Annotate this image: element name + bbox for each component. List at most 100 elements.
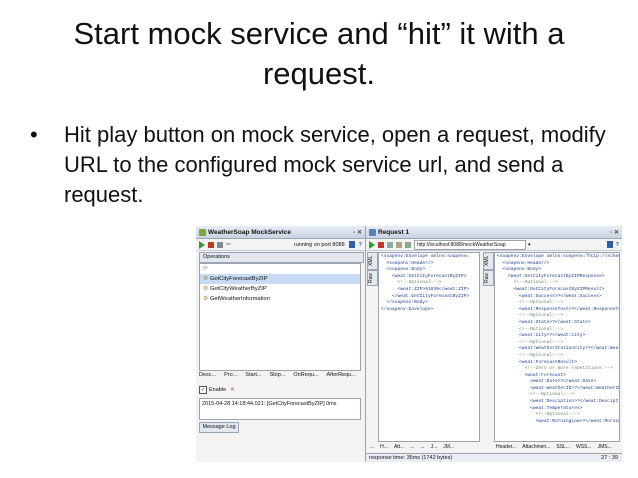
xml-line: <weat:ForecastResult> [497,359,577,365]
status-indicator-icon [348,241,355,248]
request-xml-editor[interactable]: <soapenv:Envelope xmlns:soapenv= <soapen… [378,252,480,442]
tab-start-script[interactable]: Start... [245,372,262,378]
bullet-list: • Hit play button on mock service, open … [28,120,618,210]
xml-line: <!--Optional:--> [497,352,564,358]
xml-line: <weat:MorningLow>?</weat:MorningLow> [535,418,620,424]
operation-item[interactable]: ⚙ GetWeatherInformation [200,294,360,304]
window-controls-icon[interactable]: ▫ ✕ [353,229,362,236]
response-tab[interactable]: WSS... [576,444,592,450]
operation-item[interactable]: ⚙ GetCityWeatherByZIP [200,284,360,294]
cursor-position: 27 : 39 [601,455,618,461]
response-tab[interactable]: Header... [496,444,517,450]
xml-line: <weat:WeatherStationCity>?</weat:Weather… [519,346,620,352]
tab-stop-script[interactable]: Stop... [269,372,286,378]
operations-header: Operations [199,252,364,263]
refresh-icon[interactable]: ⟳ [203,266,208,272]
settings-icon[interactable]: ✂ [226,242,232,248]
play-icon[interactable] [199,240,205,249]
xml-line: </weat:GetCityForecastByZIP> [381,293,470,299]
operation-icon: ⚙ [203,286,209,292]
xml-line: <weat:ZIP>91030</weat:ZIP> [381,286,470,292]
layout-icon[interactable] [606,241,613,248]
operation-item[interactable]: ⚙ GetCityForecastByZIP [200,274,360,284]
enable-label: Enable [209,387,227,393]
request-tab[interactable]: J... [430,444,438,450]
endpoint-url-input[interactable]: http://localhost:8088/mockWeatherSoap [414,239,526,250]
window-controls-icon[interactable]: ▫ ✕ [610,229,619,236]
response-time-text: response time: 35ms (1742 bytes) [369,455,453,461]
xml-line: <soapenv:Body> [381,267,426,273]
request-bottom-tabs: ... H... Att... ... ... J... JM... [370,444,460,452]
response-xml-editor[interactable]: <soapenv:Envelope xmlns:soapenv="http://… [494,252,620,442]
xml-line: <!--Optional:--> [497,392,575,398]
log-area: 2015-04-28 14:18:44.021: [GetCityForecas… [199,398,361,420]
request-tab[interactable]: H... [380,444,388,450]
request-tab[interactable]: Att... [393,444,405,450]
stop-icon[interactable] [208,241,214,248]
xml-line: <weat:GetCityForecastByZIP> [381,273,467,279]
xml-line: <soapenv:Envelope xmlns:soapenv="http://… [497,254,619,259]
mock-service-window: WeatherSoap MockService ▫ ✕ ✂ running on… [196,226,366,462]
tab-properties[interactable]: Pro... [224,372,238,378]
xml-line: </soapenv:Body> [381,300,428,306]
bullet-dot-icon: • [30,122,38,147]
operation-icon: ⚙ [203,276,209,282]
xml-line: <weat:GetCityForecastByZIPResult> [497,286,605,292]
mock-service-icon [199,228,206,236]
xml-line: <weat:ResponseText>?</weat:ResponseText> [497,306,620,312]
bullet-text: Hit play button on mock service, open a … [64,122,606,207]
response-raw-tab[interactable]: Raw [483,270,494,286]
request-xml-tab[interactable]: XML [367,252,378,270]
request-icon [369,228,376,236]
tab-desc[interactable]: Desc... [199,372,217,378]
xml-line: <weat:Success>?</weat:Success> [497,293,602,299]
clear-icon[interactable]: ✕ [230,387,235,393]
options-icon[interactable] [217,241,223,248]
xml-line: <!--Optional:--> [497,326,564,332]
xml-line: <weat:WeatherID>?</weat:WeatherID> [497,385,620,391]
operation-label: GetCityWeatherByZIP [209,286,267,292]
response-tab[interactable]: JMS... [597,444,612,450]
mock-service-title: WeatherSoap MockService [208,228,291,236]
mock-service-toolbar: ✂ running on port 8088 ? [196,239,365,251]
toolbar-icon-c[interactable] [405,241,411,248]
slide-title: Start mock service and “hit” it with a r… [0,14,638,94]
log-entry[interactable]: 2015-04-28 14:18:44.021: [GetCityForecas… [202,401,337,407]
request-titlebar: Request 1 ▫ ✕ [366,226,622,239]
xml-line: <weat:Forecast> [497,372,566,378]
xml-line: <soapenv:Header/> [497,260,550,266]
xml-line: <soapenv:Body> [497,267,542,273]
tab-after-request[interactable]: AfterRequ... [326,372,356,378]
request-xml-lines: <soapenv:Envelope xmlns:soapenv= <soapen… [381,254,477,313]
xml-line: <!--Optional:--> [497,313,564,319]
tab-on-request[interactable]: OnRequ... [293,372,319,378]
cancel-request-icon[interactable] [378,241,384,248]
operation-label: GetWeatherInformation [209,296,270,302]
xml-line: <weat:Temperatures> [497,405,583,411]
request-tab[interactable]: ... [420,444,425,450]
request-tab[interactable]: ... [410,444,415,450]
toolbar-icon-a[interactable] [387,241,393,248]
message-log-tab[interactable]: Message Log [199,422,239,433]
response-tab[interactable]: Attachmen... [522,444,551,450]
toolbar-icon-b[interactable] [396,241,402,248]
bullet-item: • Hit play button on mock service, open … [28,120,618,210]
response-xml-tab[interactable]: XML [483,252,494,270]
request-statusbar: response time: 35ms (1742 bytes) 27 : 39 [366,453,622,462]
request-raw-tab[interactable]: Raw [367,270,378,286]
enable-checkbox[interactable]: ✓ [199,386,207,394]
xml-line: <weat:Date>?</weat:Date> [497,379,597,385]
slide-title-line-2: request. [262,56,375,91]
response-bottom-tabs: Header... Attachmen... SSL... WSS... JMS… [496,444,618,452]
request-tab[interactable]: JM... [443,444,455,450]
response-tab[interactable]: SSL... [556,444,570,450]
xml-line: <!--Optional:--> [497,412,580,418]
xml-line: <!--Optional:--> [497,300,564,306]
url-dropdown-icon[interactable]: ▾ [528,241,531,248]
operations-list: ⟳ ⚙ GetCityForecastByZIP ⚙ GetCityWeathe… [199,263,361,371]
help-icon[interactable]: ? [358,241,362,248]
help-icon[interactable]: ? [615,241,619,248]
request-tab[interactable]: ... [370,444,375,450]
send-request-icon[interactable] [369,240,375,249]
enable-row: ✓ Enable ✕ [199,386,235,394]
